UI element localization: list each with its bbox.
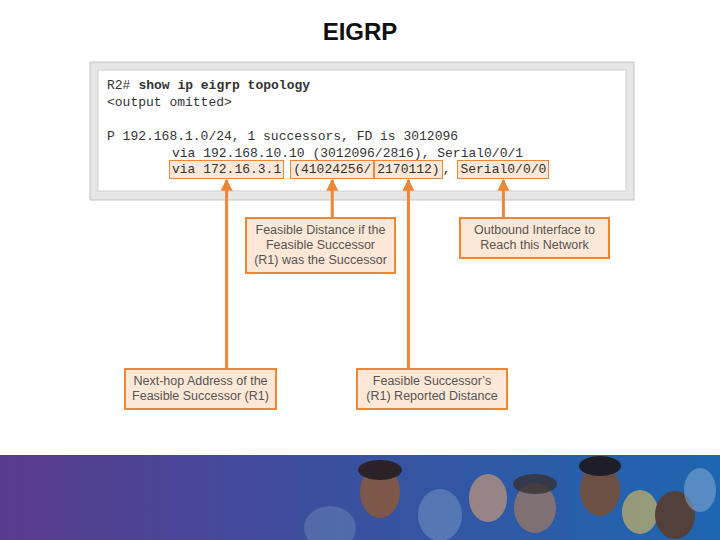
cli-text: R2#	[107, 78, 130, 93]
highlight-box: (41024256/	[290, 160, 374, 179]
output-line: <output omitted>	[90, 94, 634, 111]
highlight-box: Serial0/0/0	[457, 160, 549, 179]
callout-box: Outbound Interface to Reach this Network	[459, 217, 610, 259]
cli-text: (41024256/	[293, 162, 371, 177]
cli-text: 2170112)	[377, 162, 439, 177]
panel-inner	[98, 70, 626, 191]
output-line	[90, 111, 634, 128]
callout-arrow	[502, 180, 505, 217]
callout-arrow	[331, 180, 334, 217]
cli-text: ,	[443, 161, 451, 178]
cli-text: <output omitted>	[107, 95, 232, 110]
highlight-box: via 172.16.3.1	[169, 160, 284, 179]
callout-box: Next-hop Address of the Feasible Success…	[124, 368, 277, 410]
callout-box: Feasible Successor’s (R1) Reported Dista…	[356, 368, 508, 410]
callout-arrow	[407, 180, 410, 368]
cli-text: Serial0/0/0	[460, 162, 546, 177]
callout-text: Feasible Successor’s (R1) Reported Dista…	[364, 374, 500, 404]
slide-title: EIGRP	[0, 18, 720, 46]
callout-text: Next-hop Address of the Feasible Success…	[132, 374, 269, 404]
cli-text: P 192.168.1.0/24, 1 successors, FD is 30…	[107, 129, 458, 144]
panel-frame	[90, 62, 634, 200]
output-line: P 192.168.1.0/24, 1 successors, FD is 30…	[90, 128, 634, 145]
output-panel: R2# show ip eigrp topology <output omitted…	[90, 62, 634, 200]
photo-band	[0, 455, 720, 540]
callout-text: Feasible Distance if the Feasible Succes…	[253, 223, 388, 268]
callout-box: Feasible Distance if the Feasible Succes…	[245, 217, 396, 274]
cli-text: show ip eigrp topology	[138, 78, 310, 93]
callout-text: Outbound Interface to Reach this Network	[467, 223, 602, 253]
cli-text: via 172.16.3.1	[172, 162, 281, 177]
cli-text: via 192.168.10.10 (3012096/2816), Serial…	[172, 146, 523, 161]
callout-arrow	[225, 180, 228, 368]
people-photos	[304, 456, 716, 540]
output-line: R2# show ip eigrp topology	[90, 77, 634, 94]
highlight-box: 2170112)	[374, 160, 442, 179]
